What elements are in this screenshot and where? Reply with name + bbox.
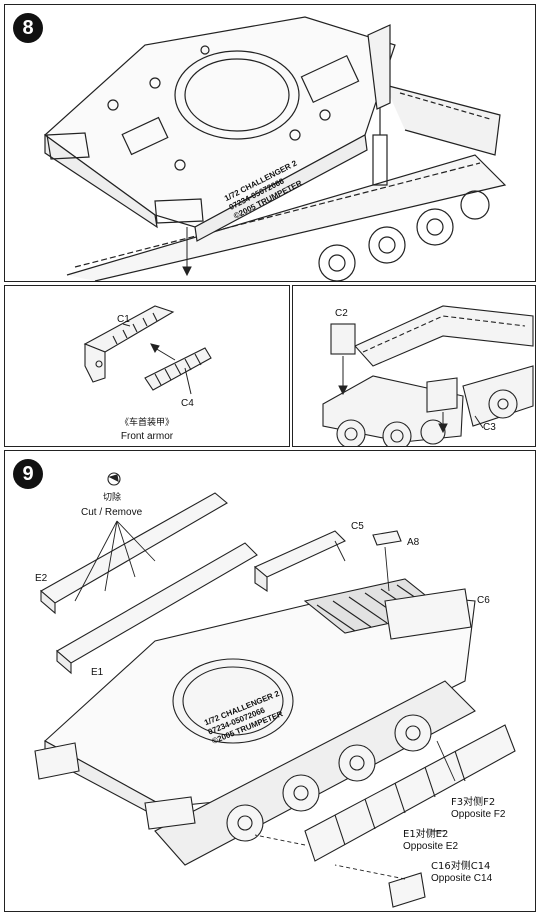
front-armor-caption-cn: 《车首装甲》 xyxy=(119,418,174,428)
step-8-panel: 8 xyxy=(4,4,536,282)
step-9-panel: 9 xyxy=(4,450,536,912)
part-e1-opposite-label: E1对侧E2 xyxy=(403,829,449,840)
step-8-badge: 8 xyxy=(13,13,43,43)
front-armor-caption-en: Front armor xyxy=(120,431,174,442)
part-e2-label: E2 xyxy=(35,573,48,584)
part-a8-label: A8 xyxy=(407,537,420,548)
part-c3-label: C3 xyxy=(483,422,496,433)
part-c2-label: C2 xyxy=(335,308,348,319)
part-f3-label: F3对侧F2 xyxy=(451,797,496,808)
part-e1-opposite: Opposite E2 xyxy=(403,841,459,852)
part-c5-label: C5 xyxy=(351,521,364,532)
side-detail-panel: C2 C3 xyxy=(292,285,536,447)
cut-remove-cn: 切除 xyxy=(103,493,122,503)
step-9-assembly-drawing xyxy=(34,472,516,908)
part-f3-opposite: Opposite F2 xyxy=(451,809,506,820)
part-c6-label: C6 xyxy=(477,595,490,606)
part-c4-label: C4 xyxy=(181,398,194,409)
step-9-badge: 9 xyxy=(13,459,43,489)
front-armor-panel: C1 C4 《车首装甲》 Front armor xyxy=(4,285,290,447)
step-8-hull-drawing xyxy=(44,16,507,281)
front-armor-drawing xyxy=(83,305,212,395)
cut-remove-en: Cut / Remove xyxy=(81,507,143,518)
part-c16-label: C16对侧C14 xyxy=(431,861,491,872)
part-e1-label: E1 xyxy=(91,667,104,678)
part-c1-label: C1 xyxy=(117,314,130,325)
part-c16-opposite: Opposite C14 xyxy=(431,873,493,884)
side-detail-drawing xyxy=(322,305,534,446)
